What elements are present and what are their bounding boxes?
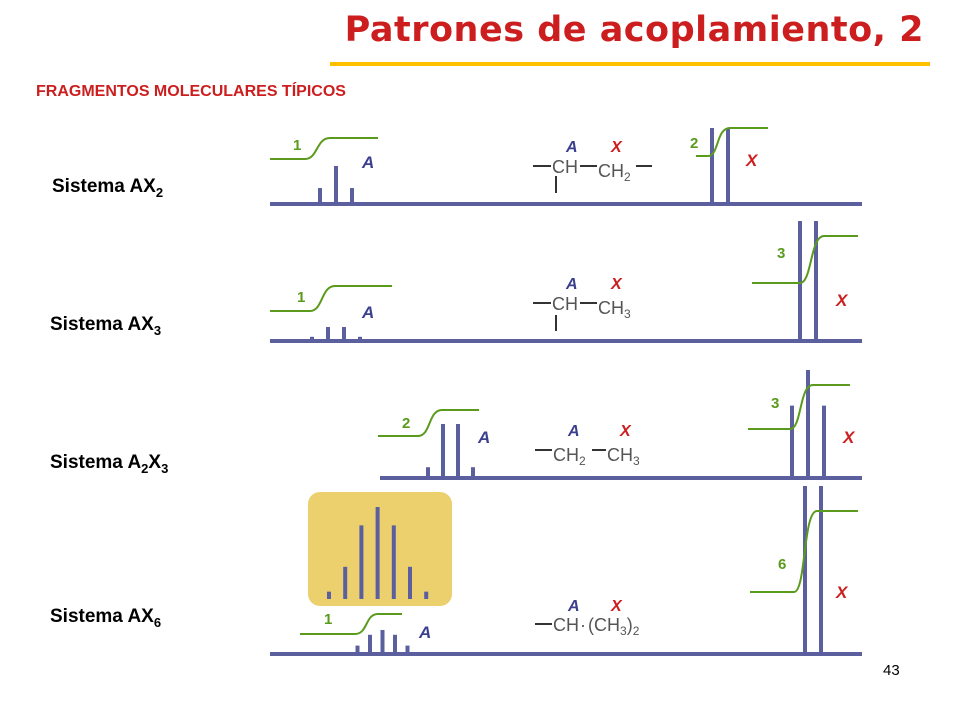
septet-inset (308, 492, 452, 606)
integral-value-a: 1 (297, 289, 305, 306)
molecular-fragment: A X CH CH2 (533, 139, 652, 193)
fragment-label-x: X (610, 598, 623, 615)
molecular-fragment: A X CH CH3 (533, 276, 631, 331)
integral-curve-x (752, 235, 858, 284)
fragment-group-1: CH (552, 157, 578, 177)
fragment-group-2: CH3 (607, 445, 640, 468)
x-multiplet (798, 221, 818, 341)
system-a2x3: Sistema A2X3 2 A 3 X A X CH2 CH3 (50, 370, 862, 480)
title-underline (330, 62, 930, 66)
signal-letter-a: A (361, 303, 374, 322)
a-multiplet (310, 327, 362, 341)
fragment-group-2: CH2 (598, 161, 631, 184)
fragment-group-1: CH·(CH3)2 (553, 615, 640, 638)
integral-value-x: 3 (777, 245, 785, 262)
system-label: Sistema AX2 (52, 176, 163, 200)
fragment-label-a: A (567, 423, 580, 440)
integral-curve-x (748, 384, 850, 430)
x-multiplet (710, 128, 730, 204)
system-label: Sistema AX3 (50, 314, 161, 338)
integral-curve-x (750, 510, 858, 593)
integral-curve-a (270, 137, 378, 160)
system-ax2: Sistema AX2 1 A 2 X A X CH CH2 (52, 127, 862, 206)
integral-curve-a (378, 409, 479, 437)
inset-background (308, 492, 452, 606)
molecular-fragment: A X CH·(CH3)2 (535, 598, 640, 638)
inset-septet-peaks (327, 507, 429, 599)
a-multiplet (343, 630, 422, 654)
integral-curve-a (270, 285, 392, 312)
system-label: Sistema A2X3 (50, 452, 168, 476)
x-multiplet (803, 486, 823, 654)
signal-letter-x: X (842, 428, 856, 447)
signal-letter-a: A (418, 623, 431, 642)
system-ax6: Sistema AX6 1 A 6 X A X CH·(CH3)2 (50, 486, 862, 656)
fragment-group-2: CH3 (598, 298, 631, 321)
integral-value-a: 1 (324, 611, 332, 628)
fragment-label-x: X (610, 139, 623, 156)
fragment-label-a: A (567, 598, 580, 615)
integral-value-a: 2 (402, 415, 410, 432)
fragment-label-x: X (610, 276, 623, 293)
signal-letter-a: A (361, 153, 374, 172)
signal-letter-a: A (477, 428, 490, 447)
molecular-fragment: A X CH2 CH3 (535, 423, 640, 468)
subtitle: FRAGMENTOS MOLECULARES TÍPICOS (36, 83, 346, 100)
signal-letter-x: X (835, 291, 849, 310)
integral-value-x: 2 (690, 135, 698, 152)
system-ax3: Sistema AX3 1 A 3 X A X CH CH3 (50, 221, 862, 343)
fragment-label-x: X (619, 423, 632, 440)
signal-letter-x: X (835, 583, 849, 602)
fragment-group-1: CH (552, 294, 578, 314)
fragment-group-1: CH2 (553, 445, 586, 468)
integral-curve-x (696, 127, 768, 157)
system-label: Sistema AX6 (50, 606, 161, 630)
a-multiplet (426, 424, 475, 478)
page-number: 43 (883, 662, 900, 679)
integral-value-x: 3 (771, 395, 779, 412)
fragment-label-a: A (565, 276, 578, 293)
integral-value-a: 1 (293, 137, 301, 154)
integral-value-x: 6 (778, 556, 786, 573)
integral-curve-a (300, 613, 402, 635)
fragment-label-a: A (565, 139, 578, 156)
slide-title: Patrones de acoplamiento, 2 (344, 10, 924, 50)
a-multiplet (318, 166, 354, 204)
signal-letter-x: X (745, 151, 759, 170)
